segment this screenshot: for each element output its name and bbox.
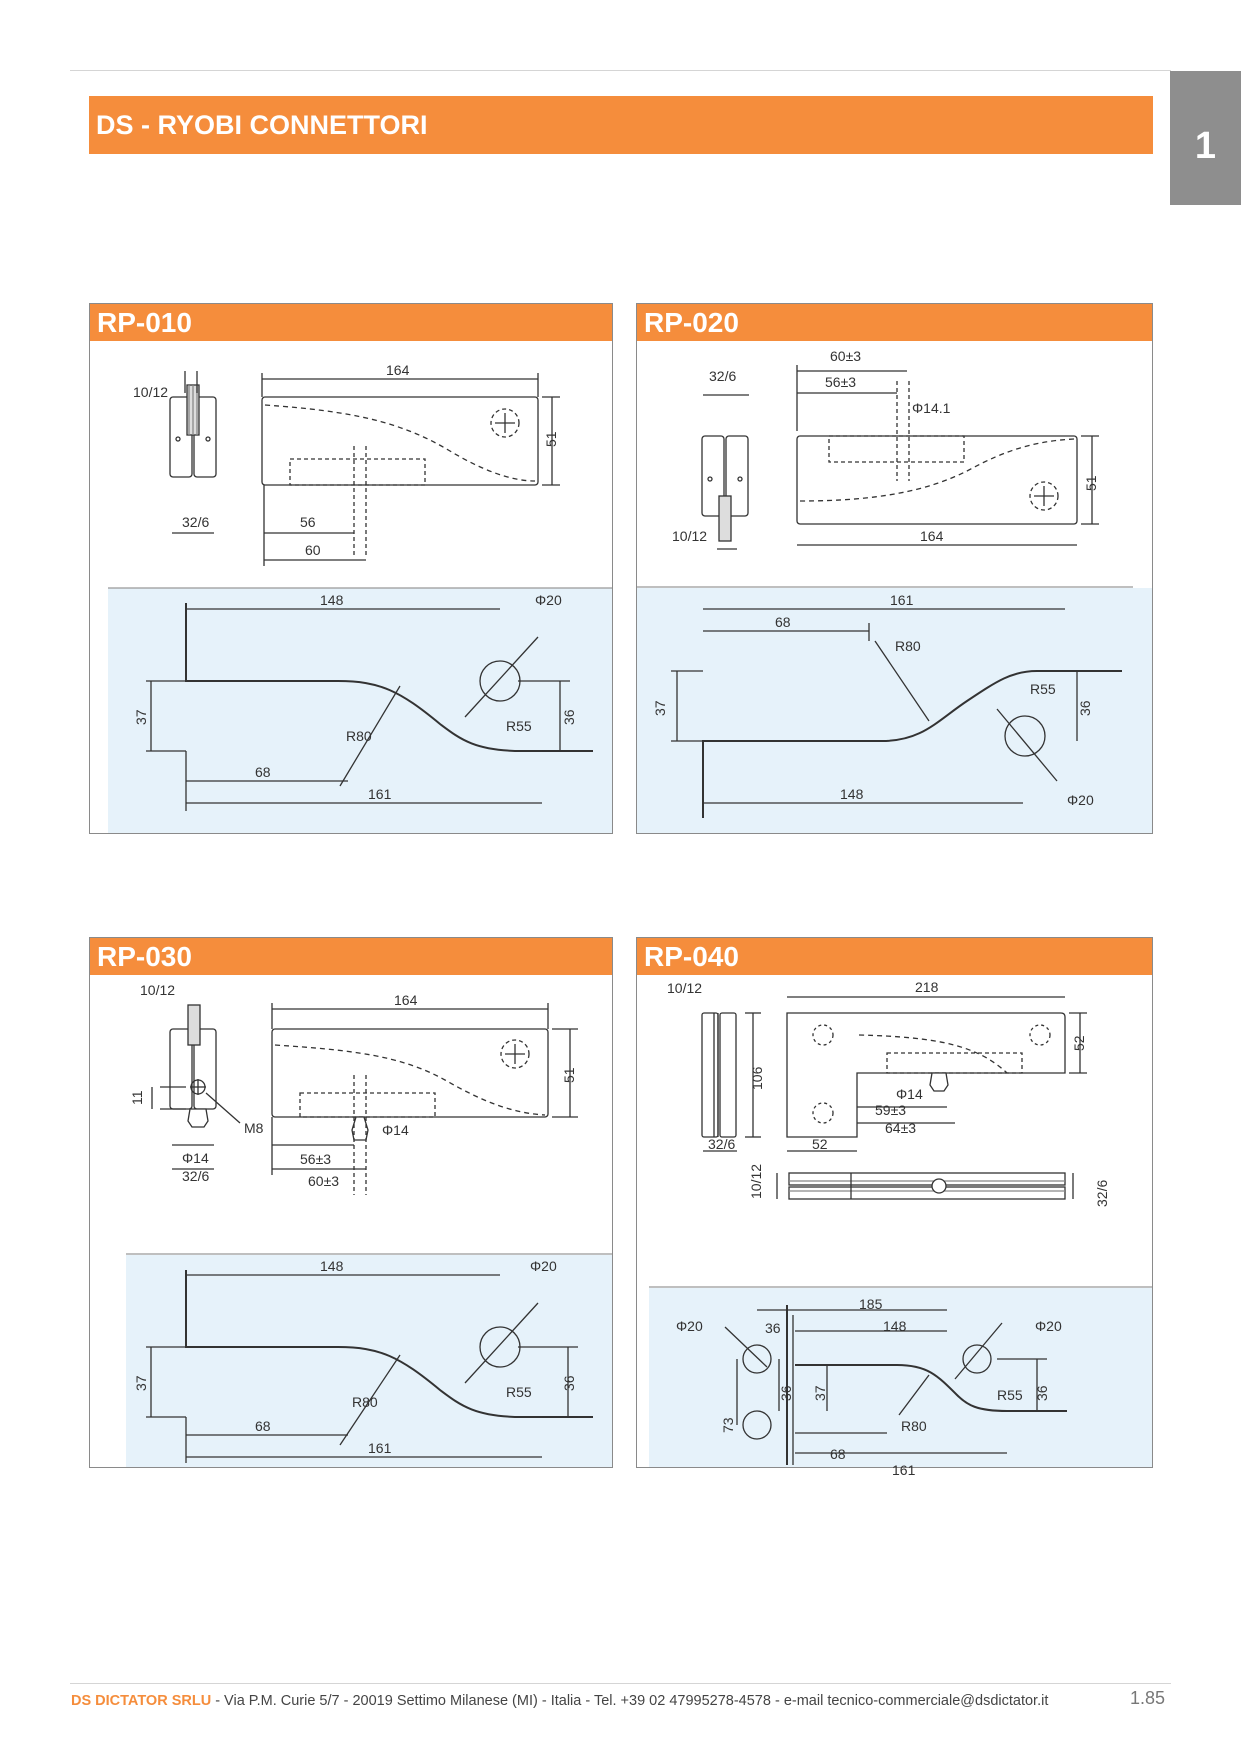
dim-label: 164 — [920, 528, 944, 544]
footer-rule — [70, 1683, 1171, 1684]
dim-label: 37 — [133, 1375, 149, 1391]
dim-label: 37 — [652, 700, 668, 716]
dim-label: 164 — [386, 362, 410, 378]
panel-rp-040: RP-040 — [636, 937, 1153, 1478]
panel-title: RP-020 — [637, 304, 1152, 341]
dim-label: 218 — [915, 979, 939, 995]
dim-label: Φ20 — [530, 1258, 557, 1274]
dim-label: 164 — [394, 992, 418, 1008]
page-number: 1.85 — [1130, 1688, 1166, 1708]
dim-label: R80 — [901, 1418, 927, 1434]
technical-drawing — [108, 371, 612, 833]
dim-label: 60 — [305, 542, 321, 558]
dim-label: 68 — [255, 764, 271, 780]
panel-rp-020: RP-020 60±3 56±3 32/6 Φ14 — [636, 303, 1153, 834]
dim-label: 10/12 — [748, 1164, 764, 1199]
dim-label: 36 — [765, 1320, 781, 1336]
dim-label: Φ14 — [182, 1150, 209, 1166]
dim-label: 51 — [543, 431, 559, 447]
dim-label: 10/12 — [140, 982, 175, 998]
panel-rp-010: RP-010 10/12 164 51 — [89, 303, 613, 834]
dim-label: 161 — [892, 1462, 916, 1478]
dim-label: 148 — [840, 786, 864, 802]
dim-label: Φ20 — [535, 592, 562, 608]
dim-label: 59±3 — [875, 1102, 906, 1118]
dim-label: 11 — [129, 1090, 145, 1105]
panel-title: RP-010 — [90, 304, 612, 341]
dim-label: 32/6 — [708, 1136, 735, 1152]
dim-label: Φ20 — [1035, 1318, 1062, 1334]
chapter-tab: 1 — [1170, 71, 1241, 205]
dim-label: 52 — [812, 1136, 828, 1152]
dim-label: R80 — [346, 728, 372, 744]
dim-label: 51 — [561, 1067, 577, 1083]
dim-label: 51 — [1083, 475, 1099, 491]
dim-label: 32/6 — [182, 1168, 209, 1184]
dim-label: 73 — [720, 1417, 736, 1433]
dim-label: 32/6 — [1094, 1180, 1110, 1207]
top-rule — [70, 70, 1171, 71]
dim-label: 36 — [1077, 700, 1093, 716]
dim-label: 10/12 — [672, 528, 707, 544]
dim-label: 68 — [255, 1418, 271, 1434]
dim-label: 36 — [778, 1385, 794, 1401]
dim-label: 56±3 — [825, 374, 856, 390]
dim-label: 64±3 — [885, 1120, 916, 1136]
dim-label: 161 — [890, 592, 914, 608]
footer-address: - Via P.M. Curie 5/7 - 20019 Settimo Mil… — [211, 1693, 1049, 1709]
dim-label: 56 — [300, 514, 316, 530]
dim-label: 36 — [561, 709, 577, 725]
technical-drawing — [637, 365, 1152, 833]
dim-label: R80 — [895, 638, 921, 654]
dim-label: R55 — [506, 1384, 532, 1400]
panel-title: RP-040 — [637, 938, 1152, 975]
dim-label: 68 — [830, 1446, 846, 1462]
dim-label: 37 — [812, 1385, 828, 1401]
dim-label: 60±3 — [830, 348, 861, 364]
technical-drawing — [126, 1003, 612, 1467]
dim-label: M8 — [244, 1120, 264, 1136]
dim-label: 148 — [320, 592, 344, 608]
panel-title: RP-030 — [90, 938, 612, 975]
dim-label: 36 — [1034, 1385, 1050, 1401]
dim-label: 10/12 — [133, 384, 168, 400]
dim-label: 52 — [1071, 1035, 1087, 1051]
panel-rp-030: RP-030 10/12 — [89, 937, 613, 1468]
dim-label: Φ20 — [1067, 792, 1094, 808]
dim-label: 60±3 — [308, 1173, 339, 1189]
dim-label: Φ14 — [382, 1122, 409, 1138]
dim-label: Φ14.1 — [912, 400, 951, 416]
dim-label: 56±3 — [300, 1151, 331, 1167]
dim-label: 68 — [775, 614, 791, 630]
dim-label: 10/12 — [667, 980, 702, 996]
technical-drawing — [649, 996, 1152, 1467]
dim-label: R55 — [997, 1387, 1023, 1403]
dim-label: 32/6 — [182, 514, 209, 530]
dim-label: Φ20 — [676, 1318, 703, 1334]
dim-label: R55 — [506, 718, 532, 734]
footer-text: DS DICTATOR SRLU - Via P.M. Curie 5/7 - … — [71, 1693, 1048, 1709]
dim-label: 161 — [368, 1440, 392, 1456]
dim-label: R80 — [352, 1394, 378, 1410]
dim-label: 148 — [320, 1258, 344, 1274]
footer-brand: DS DICTATOR SRLU — [71, 1693, 212, 1709]
dim-label: 185 — [859, 1296, 883, 1312]
page-title: DS - RYOBI CONNETTORI — [89, 96, 1153, 154]
dim-label: Φ14 — [896, 1086, 923, 1102]
dim-label: 161 — [368, 786, 392, 802]
dim-label: 32/6 — [709, 368, 736, 384]
dim-label: 106 — [749, 1066, 765, 1090]
dim-label: 37 — [133, 709, 149, 725]
dim-label: R55 — [1030, 681, 1056, 697]
dim-label: 36 — [561, 1375, 577, 1391]
dim-label: 148 — [883, 1318, 907, 1334]
